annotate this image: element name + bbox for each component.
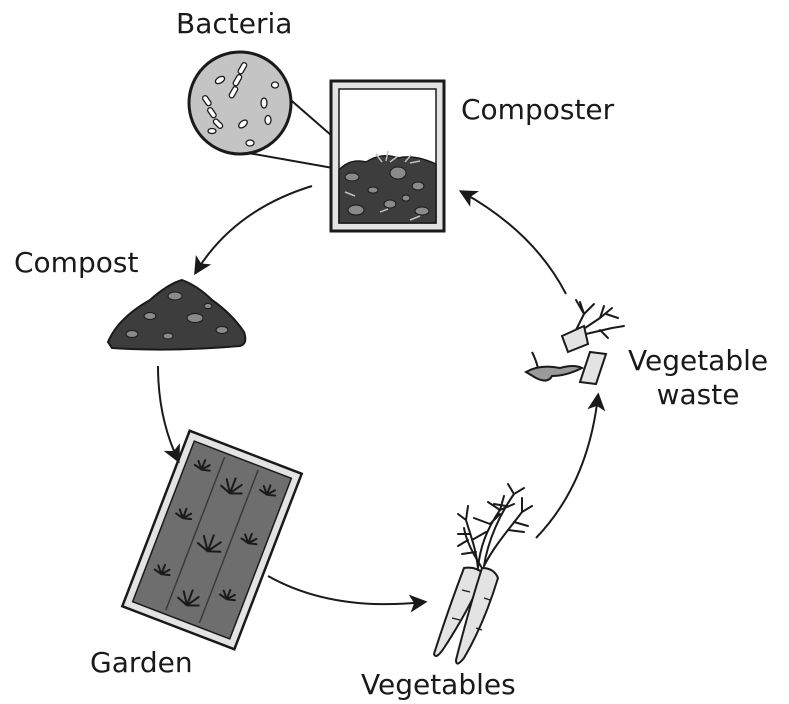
compost-label: Compost [14,246,138,280]
vegetable-waste-label-line2: waste [628,378,768,412]
vegetable-waste [526,300,624,384]
composter-label: Composter [461,93,614,127]
vegetable-waste-label: Vegetable waste [628,344,768,412]
garden-label: Garden [90,646,193,680]
arrow-vegetables-to-waste [536,396,598,538]
vegetables-label: Vegetables [361,668,516,702]
arrow-waste-to-composter [462,192,566,294]
vegetable-waste-label-line1: Vegetable [628,344,768,378]
carrots [434,484,532,664]
composter-bin [331,81,444,231]
bacteria-label: Bacteria [176,7,292,41]
garden-bed [122,431,301,650]
arrow-composter-to-compost [196,186,312,272]
arrow-compost-to-garden [158,366,178,460]
arrow-garden-to-vegetables [268,576,424,604]
compost-pile [108,280,245,350]
